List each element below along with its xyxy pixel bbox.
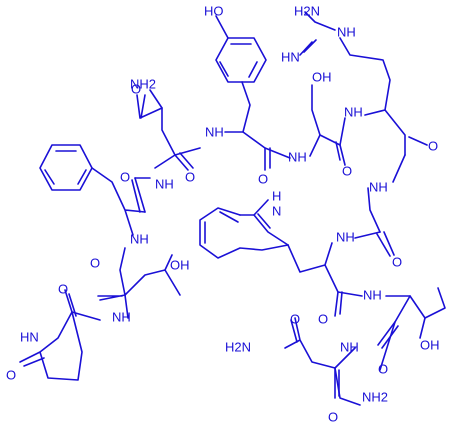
- label-o: O: [58, 281, 68, 296]
- label-nh: NH: [288, 149, 307, 164]
- label-o: O: [6, 367, 16, 382]
- label-nh: NH: [112, 309, 131, 324]
- label-o: O: [185, 169, 195, 184]
- label-nh: NH: [344, 104, 363, 119]
- label-oh: OH: [170, 257, 190, 272]
- label-h2n: H2N: [294, 3, 320, 18]
- label-o: O: [392, 254, 402, 269]
- label-nh: NH: [363, 287, 382, 302]
- label-o: O: [290, 311, 300, 326]
- label-h: H: [272, 188, 281, 203]
- label-nh2: NH2: [130, 76, 156, 91]
- label-o: O: [378, 361, 388, 376]
- label-hn: HN: [20, 329, 39, 344]
- atom-labels: HO H2N HN NH OH NH2 O NH O NH O NH O O N…: [6, 3, 440, 424]
- label-o: O: [328, 409, 338, 424]
- label-o: O: [342, 163, 352, 178]
- label-oh: HO: [204, 3, 224, 18]
- label-n: N: [272, 203, 281, 218]
- label-h2n: H2N: [225, 339, 251, 354]
- label-o: O: [318, 311, 328, 326]
- label-nh: NH: [130, 231, 149, 246]
- label-o: O: [120, 169, 130, 184]
- label-o: O: [428, 138, 438, 153]
- label-nh2: NH2: [362, 389, 388, 404]
- label-oh: OH: [420, 337, 440, 352]
- label-hn: HN: [281, 49, 300, 64]
- label-nh: NH: [337, 24, 356, 39]
- label-oh: OH: [312, 69, 332, 84]
- label-nh: NH: [155, 176, 174, 191]
- label-nh: NH: [205, 124, 224, 139]
- label-o: O: [90, 255, 100, 270]
- label-nh: NH: [340, 339, 359, 354]
- label-nh: NH: [369, 179, 388, 194]
- label-nh: NH: [336, 229, 355, 244]
- label-o: O: [131, 81, 141, 96]
- bonds: [19, 11, 446, 406]
- label-o: O: [258, 171, 268, 186]
